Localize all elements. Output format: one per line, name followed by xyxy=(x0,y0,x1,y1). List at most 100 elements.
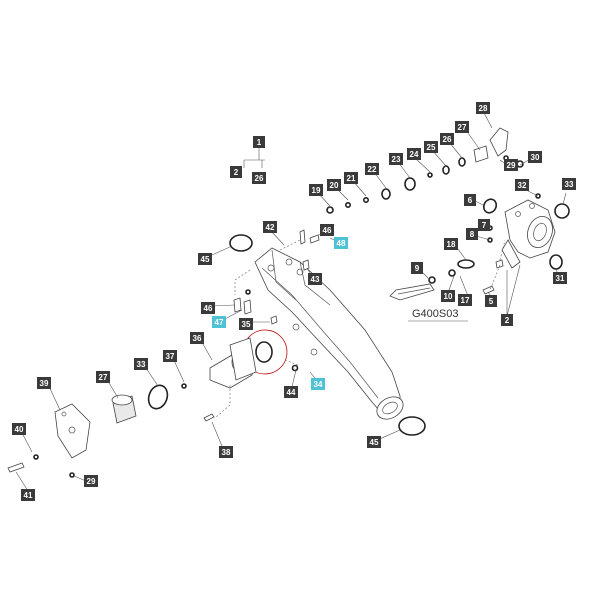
callout-label: 39 xyxy=(37,377,51,389)
callout-label: 46 xyxy=(320,224,334,236)
steering-knuckle xyxy=(501,199,556,269)
svg-text:47: 47 xyxy=(215,318,224,327)
svg-text:21: 21 xyxy=(347,174,356,183)
svg-text:33: 33 xyxy=(137,360,146,369)
svg-text:30: 30 xyxy=(531,153,540,162)
callout-label: 29 xyxy=(84,475,98,487)
callout-label: 18 xyxy=(444,238,458,250)
callout-label: 33 xyxy=(134,358,148,370)
callout-label: 45 xyxy=(198,253,212,265)
svg-text:36: 36 xyxy=(193,334,202,343)
callout-label: 48 xyxy=(334,237,348,249)
svg-text:29: 29 xyxy=(87,477,96,486)
callout-label: 22 xyxy=(365,163,379,175)
callout-label: 32 xyxy=(515,179,529,191)
diagram-code-block: G400S03 xyxy=(408,308,468,322)
callout-label: 7 xyxy=(478,219,490,231)
svg-text:33: 33 xyxy=(565,180,574,189)
svg-text:2: 2 xyxy=(234,168,239,177)
svg-text:17: 17 xyxy=(461,296,470,305)
svg-text:40: 40 xyxy=(15,425,24,434)
assembly-lines xyxy=(214,239,506,419)
top-ring-row xyxy=(326,157,466,214)
callout-label: 31 xyxy=(553,272,567,284)
callout-label: 29 xyxy=(504,159,518,171)
svg-text:9: 9 xyxy=(415,264,420,273)
callout-labels: 1 2 26 27 28 29 30 26 25 24 23 22 21 20 … xyxy=(12,102,576,501)
bearing-sleeve xyxy=(111,394,137,424)
callout-label: 40 xyxy=(12,423,26,435)
svg-text:44: 44 xyxy=(287,388,296,397)
callout-label: 10 xyxy=(441,290,455,302)
callout-label: 33 xyxy=(562,178,576,190)
svg-text:7: 7 xyxy=(482,221,487,230)
small-bolts xyxy=(7,155,541,478)
svg-text:31: 31 xyxy=(556,274,565,283)
svg-text:25: 25 xyxy=(427,143,436,152)
svg-text:34: 34 xyxy=(314,380,323,389)
callout-label: 17 xyxy=(458,294,472,306)
top-arm-parts xyxy=(473,127,524,168)
callout-label: 23 xyxy=(389,153,403,165)
callout-label: 2 xyxy=(230,166,242,178)
svg-text:42: 42 xyxy=(266,223,275,232)
svg-text:43: 43 xyxy=(311,275,320,284)
svg-text:38: 38 xyxy=(222,448,231,457)
svg-text:20: 20 xyxy=(330,181,339,190)
svg-text:32: 32 xyxy=(518,181,527,190)
callout-label: 24 xyxy=(407,148,421,160)
parts-drawing xyxy=(7,127,570,478)
svg-text:27: 27 xyxy=(458,123,467,132)
svg-text:41: 41 xyxy=(24,491,33,500)
bolt-9 xyxy=(389,283,435,301)
callout-label: 6 xyxy=(464,194,476,206)
svg-text:28: 28 xyxy=(479,104,488,113)
diagram-code: G400S03 xyxy=(412,308,458,320)
callout-label: 37 xyxy=(163,350,177,362)
callout-label: 27 xyxy=(96,371,110,383)
svg-text:8: 8 xyxy=(470,230,475,239)
callout-label: 38 xyxy=(219,446,233,458)
callout-label: 26 xyxy=(440,133,454,145)
callout-label: 36 xyxy=(190,332,204,344)
svg-text:45: 45 xyxy=(370,438,379,447)
svg-text:26: 26 xyxy=(255,174,264,183)
svg-text:29: 29 xyxy=(507,161,516,170)
callout-label: 26 xyxy=(252,172,266,184)
callout-label: 9 xyxy=(411,262,423,274)
callout-label: 25 xyxy=(424,141,438,153)
svg-text:10: 10 xyxy=(444,292,453,301)
callout-label: 19 xyxy=(309,184,323,196)
callout-label: 47 xyxy=(212,316,226,328)
svg-text:27: 27 xyxy=(99,373,108,382)
svg-text:1: 1 xyxy=(257,138,262,147)
svg-text:2: 2 xyxy=(505,316,510,325)
svg-text:46: 46 xyxy=(323,226,332,235)
callout-label: 30 xyxy=(528,151,542,163)
callout-label: 43 xyxy=(308,273,322,285)
callout-label: 5 xyxy=(485,295,497,307)
svg-text:26: 26 xyxy=(443,135,452,144)
callout-label: 2 xyxy=(501,314,513,326)
svg-text:46: 46 xyxy=(204,304,213,313)
svg-text:39: 39 xyxy=(40,379,49,388)
svg-text:22: 22 xyxy=(368,165,377,174)
callout-label: 35 xyxy=(239,318,253,330)
callout-label: 20 xyxy=(327,179,341,191)
svg-text:5: 5 xyxy=(489,297,494,306)
svg-text:45: 45 xyxy=(201,255,210,264)
svg-text:19: 19 xyxy=(312,186,321,195)
callout-label: 8 xyxy=(466,228,478,240)
callout-label: 34 xyxy=(311,378,325,390)
svg-text:35: 35 xyxy=(242,320,251,329)
bracket-39 xyxy=(54,403,91,459)
svg-text:37: 37 xyxy=(166,352,175,361)
callout-label: 44 xyxy=(284,386,298,398)
callout-label: 46 xyxy=(201,302,215,314)
svg-text:18: 18 xyxy=(447,240,456,249)
svg-text:6: 6 xyxy=(468,196,473,205)
axle-housing xyxy=(254,247,404,420)
callout-label: 42 xyxy=(263,221,277,233)
callout-label: 28 xyxy=(476,102,490,114)
